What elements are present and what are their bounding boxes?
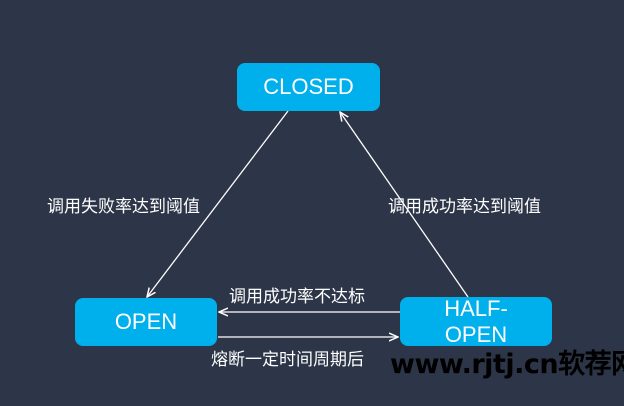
label-half-open-to-closed: 调用成功率达到阈值	[388, 197, 541, 217]
label-closed-to-open: 调用失败率达到阈值	[47, 197, 200, 217]
label-open-to-half-open: 熔断一定时间周期后	[211, 350, 364, 370]
state-closed: CLOSED	[237, 63, 380, 111]
watermark: www.rjtj.cn软荐网	[390, 349, 624, 380]
label-half-open-to-open: 调用成功率不达标	[229, 287, 365, 307]
state-half-open: HALF- OPEN	[400, 296, 552, 347]
state-open: OPEN	[75, 298, 217, 346]
arrow-half-open-to-closed	[340, 112, 469, 298]
arrow-closed-to-open	[147, 110, 289, 297]
